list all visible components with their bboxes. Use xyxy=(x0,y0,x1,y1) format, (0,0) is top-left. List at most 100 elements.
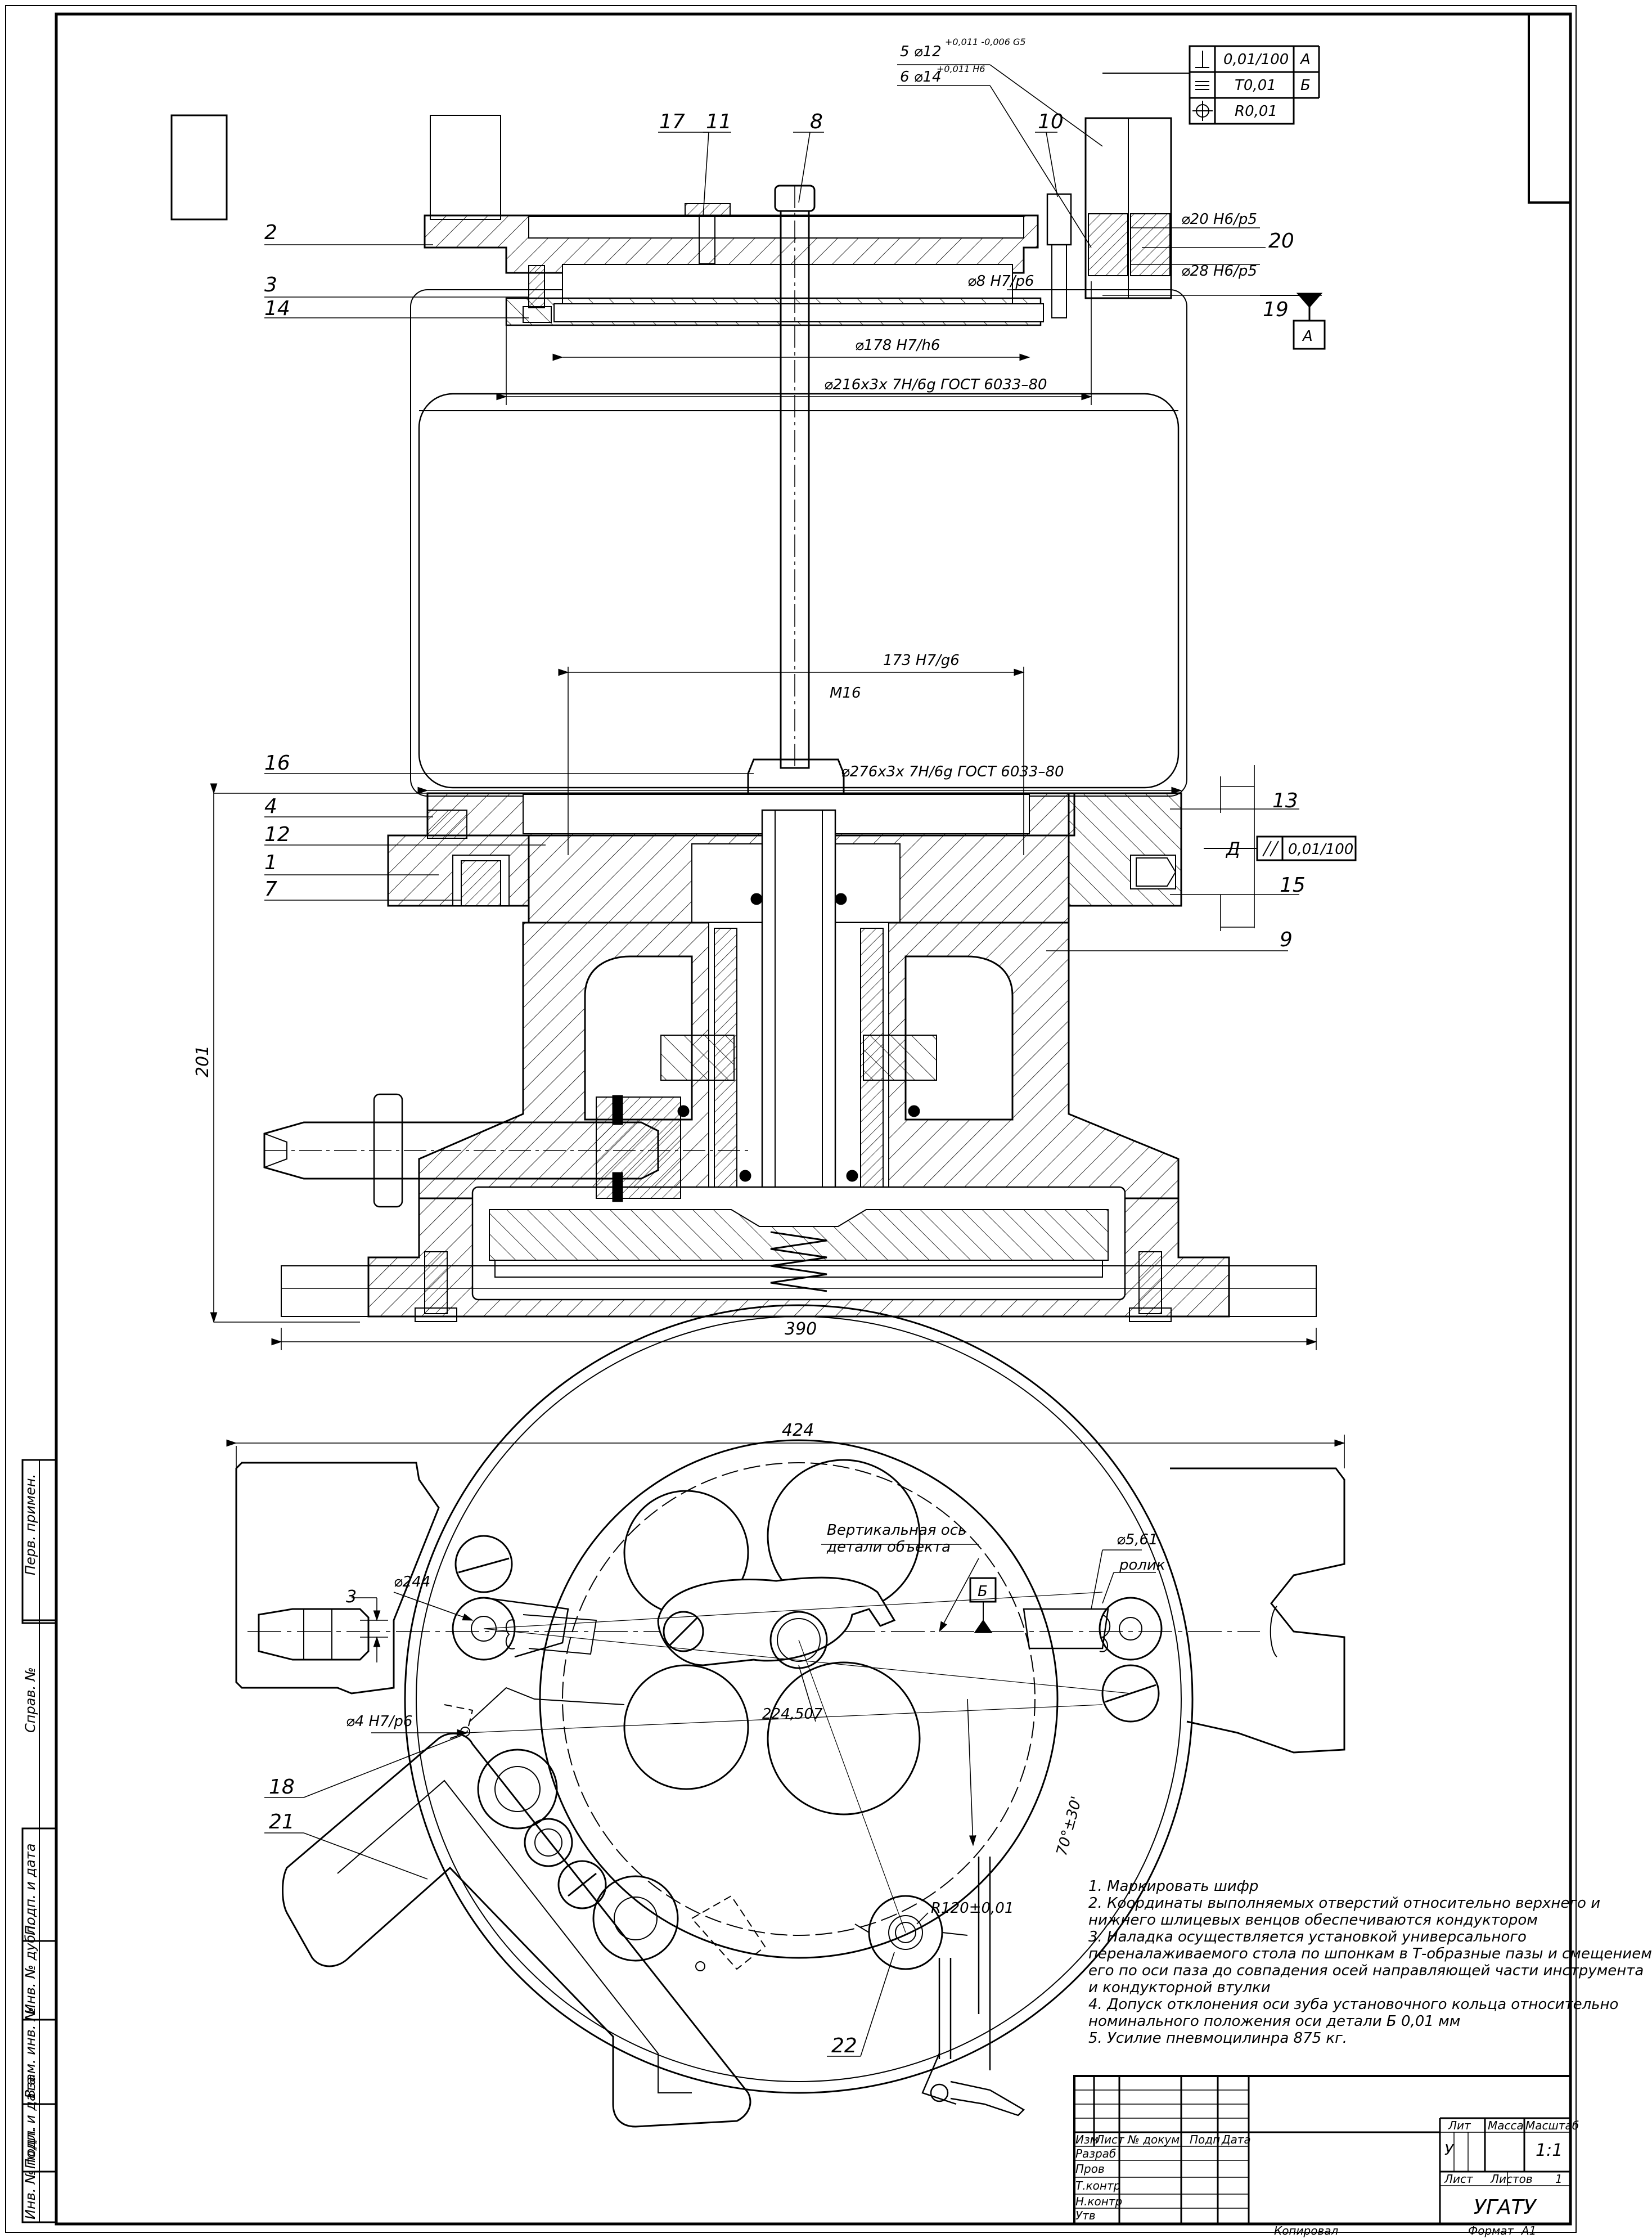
pos-10: 10 xyxy=(1038,110,1064,133)
tb-scale-value: 1:1 xyxy=(1536,2141,1563,2160)
tol-row2: T0,01 xyxy=(1235,77,1276,94)
tb-massa: Масса xyxy=(1488,2119,1524,2132)
datum-d: Д xyxy=(1225,838,1240,860)
sheet-frame xyxy=(5,5,1577,2233)
position-labels: 2 3 14 17 11 8 10 20 19 16 4 12 1 7 13 1… xyxy=(264,110,1306,2057)
pos-16: 16 xyxy=(264,752,290,775)
tb-format: Формат xyxy=(1468,2224,1514,2237)
pos-9: 9 xyxy=(1280,928,1293,951)
side-inv-podl: Инв. № подл. xyxy=(22,2126,38,2219)
dim-d561: ⌀5,61 xyxy=(1117,1531,1158,1548)
plan-dimensions xyxy=(226,1435,1345,2057)
tb-izm: Изм xyxy=(1075,2133,1099,2146)
top-dimensions xyxy=(210,64,1322,1350)
side-inv-dubl: Инв. № дубл. xyxy=(22,1922,38,2014)
pos-2: 2 xyxy=(264,221,277,244)
tb-org: УГАТУ xyxy=(1474,2196,1537,2219)
tb-listov-value: 1 xyxy=(1555,2172,1563,2186)
pos-14: 14 xyxy=(264,297,290,320)
pos-19: 19 xyxy=(1263,298,1289,321)
drawing-sheet: Перв. примен. Справ. № Подп. и дата Инв.… xyxy=(5,5,1579,2237)
tb-copied: Копировал xyxy=(1274,2224,1338,2237)
tb-lit-value: У xyxy=(1444,2142,1455,2159)
tol-row1-base: А xyxy=(1299,51,1311,68)
section-view xyxy=(170,114,1317,1322)
pos-15: 15 xyxy=(1280,874,1306,897)
dim-d173: 173 H7/g6 xyxy=(883,652,960,669)
note-line: 1. Маркировать шифр xyxy=(1088,1878,1259,1895)
note-line: 5. Усилие пневмоцилинра 875 кг. xyxy=(1088,2030,1348,2047)
note-line: номинального положения оси детали Б 0,01… xyxy=(1088,2013,1461,2030)
fit-14: 6 ⌀14 xyxy=(900,69,942,86)
datum-b: Б xyxy=(978,1583,988,1600)
note-line: и кондукторной втулки xyxy=(1088,1979,1271,1996)
axis-label-2: детали объекта xyxy=(826,1539,951,1556)
note-line: его по оси паза до совпадения осей напра… xyxy=(1088,1962,1644,1979)
tb-tkontr: Т.контр xyxy=(1075,2179,1120,2192)
tb-listov: Листов xyxy=(1490,2172,1533,2186)
dim-angle: 70°±30' xyxy=(1054,1795,1086,1858)
fit-14-tol: +0,011 H6 xyxy=(937,64,985,74)
fit-labels: 5 ⌀12 +0,011 -0,006 G5 6 ⌀14 +0,011 H6 ⌀… xyxy=(193,37,1257,1917)
tb-prov: Пров xyxy=(1075,2162,1105,2176)
side-podp-data1: Подп. и дата xyxy=(22,1844,38,1936)
dim-r120: R120±0,01 xyxy=(931,1900,1014,1917)
pos-22: 22 xyxy=(831,2034,857,2057)
tb-list-col: Лист xyxy=(1095,2133,1125,2146)
dim-d4: ⌀4 H7/p6 xyxy=(346,1713,412,1730)
title-block-text: Изм Лист № докум Подп Дата Разраб Пров Т… xyxy=(1075,2119,1579,2237)
note-line: нижнего шлицевых венцов обеспечиваются к… xyxy=(1088,1912,1538,1929)
side-sprav: Справ. № xyxy=(22,1667,38,1733)
side-podp-data2: Подп. и дата xyxy=(22,2077,38,2169)
dim-3: 3 xyxy=(346,1587,357,1607)
side-vzam: Взам. инв. № xyxy=(22,2007,38,2098)
tb-doc: № докум xyxy=(1127,2133,1180,2146)
tol-row1: 0,01/100 xyxy=(1223,51,1289,68)
dim-d178: ⌀178 H7/h6 xyxy=(855,337,940,354)
pos-20: 20 xyxy=(1268,230,1294,253)
dim-d244: ⌀244 xyxy=(394,1574,430,1590)
dim-m16: M16 xyxy=(830,685,861,702)
dim-201: 201 xyxy=(193,1045,213,1077)
note-line: 4. Допуск отклонения оси зуба установочн… xyxy=(1088,1996,1619,2013)
dim-d216: ⌀216x3x 7H/6g ГОСТ 6033–80 xyxy=(824,376,1047,393)
note-line: 3. Наладка осуществляется установкой уни… xyxy=(1088,1929,1527,1945)
dim-224: 224,507 xyxy=(762,1706,823,1723)
side-stamp-labels: Перв. примен. Справ. № Подп. и дата Инв.… xyxy=(22,1474,38,2219)
dim-roller: ролик xyxy=(1119,1557,1165,1574)
note-line: 2. Координаты выполняемых отверстий отно… xyxy=(1088,1895,1601,1912)
tb-nkontr: Н.контр xyxy=(1075,2195,1122,2208)
pos-1: 1 xyxy=(264,851,277,874)
title-block xyxy=(1073,2075,1572,2225)
pos-12: 12 xyxy=(264,823,290,846)
pos-3: 3 xyxy=(264,273,277,296)
fit-12-tol: +0,011 -0,006 G5 xyxy=(945,37,1026,47)
tb-format-value: А1 xyxy=(1520,2224,1536,2237)
dim-d28: ⌀28 H6/p5 xyxy=(1181,263,1257,280)
tolerance-labels: 0,01/100 А T0,01 Б R0,01 А Б Д 0,01/100 xyxy=(978,51,1353,1600)
tb-sign: Подп xyxy=(1190,2133,1220,2146)
side-perv: Перв. примен. xyxy=(22,1474,38,1575)
tb-masshtab: Масштаб xyxy=(1525,2119,1579,2132)
tol-parallel: 0,01/100 xyxy=(1288,841,1353,858)
tb-razrab: Разраб xyxy=(1075,2147,1116,2160)
dim-424: 424 xyxy=(782,1421,814,1440)
dim-390: 390 xyxy=(785,1319,817,1339)
gtol-frame xyxy=(1102,45,1357,861)
pos-7: 7 xyxy=(264,878,277,901)
tol-row2-base: Б xyxy=(1300,77,1311,94)
axis-label-1: Вертикальная ось xyxy=(827,1522,966,1539)
note-line: переналаживаемого стола по шпонкам в Т-о… xyxy=(1088,1945,1652,1962)
tb-date: Дата xyxy=(1221,2133,1251,2146)
pos-11: 11 xyxy=(706,110,732,133)
pos-13: 13 xyxy=(1272,789,1298,812)
pos-8: 8 xyxy=(810,110,823,133)
fit-12: 5 ⌀12 xyxy=(900,43,942,60)
pos-18: 18 xyxy=(269,1776,295,1799)
dim-d8: ⌀8 H7/p6 xyxy=(967,273,1034,290)
pos-17: 17 xyxy=(659,110,685,133)
datum-a: А xyxy=(1302,328,1313,345)
tol-row3: R0,01 xyxy=(1235,103,1277,120)
dim-d276: ⌀276x3x 7H/6g ГОСТ 6033–80 xyxy=(841,763,1064,780)
dim-d20: ⌀20 H6/p5 xyxy=(1181,211,1257,228)
